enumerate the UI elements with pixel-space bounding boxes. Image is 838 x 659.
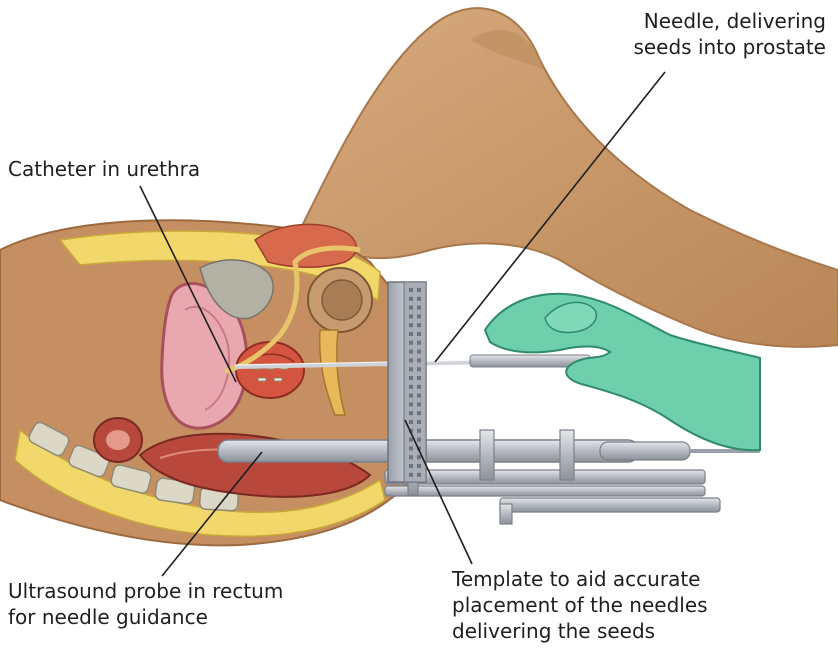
template-hole [409,438,413,442]
template-hole [417,306,421,310]
prostate [236,342,304,398]
template-hole [417,402,421,406]
label-template-line-2: placement of the needles [452,592,708,618]
template-hole [417,332,421,336]
template-hole [409,464,413,468]
template-hole [409,350,413,354]
template-hole [417,420,421,424]
template-hole [409,402,413,406]
template-hole [417,429,421,433]
template-hole [417,385,421,389]
label-needle: Needle, delivering seeds into prostate [633,8,826,60]
template-hole [409,376,413,380]
template-hole [417,411,421,415]
label-probe-line-1: Ultrasound probe in rectum [8,578,283,604]
template-hole [409,332,413,336]
template-hole [417,350,421,354]
label-ultrasound-probe: Ultrasound probe in rectum for needle gu… [8,578,283,630]
label-template: Template to aid accurate placement of th… [452,566,708,644]
label-template-line-1: Template to aid accurate [452,566,708,592]
template-hole [417,323,421,327]
template-hole [417,394,421,398]
template-hole [409,385,413,389]
template-hole [409,297,413,301]
template-hole [417,314,421,318]
label-needle-line-2: seeds into prostate [633,34,826,60]
template-hole [409,367,413,371]
label-template-line-3: delivering the seeds [452,618,708,644]
label-catheter: Catheter in urethra [8,156,200,182]
template-hole [409,411,413,415]
template-hole [409,306,413,310]
template-hole [417,464,421,468]
label-catheter-line-1: Catheter in urethra [8,156,200,182]
template-hole [409,420,413,424]
template-hole [409,455,413,459]
template-hole [409,473,413,477]
template-hole [409,446,413,450]
template-hole [417,341,421,345]
template-hole [417,376,421,380]
label-needle-line-1: Needle, delivering [633,8,826,34]
template-hole [417,358,421,362]
template-hole [417,438,421,442]
template-hole [417,297,421,301]
template-hole [417,288,421,292]
template-hole [417,455,421,459]
template-hole [417,473,421,477]
template-hole [409,288,413,292]
template-hole [409,314,413,318]
template-hole [409,358,413,362]
template-hole [409,394,413,398]
template-hole [409,341,413,345]
template-hole [417,367,421,371]
label-probe-line-2: for needle guidance [8,604,283,630]
template-hole [409,323,413,327]
